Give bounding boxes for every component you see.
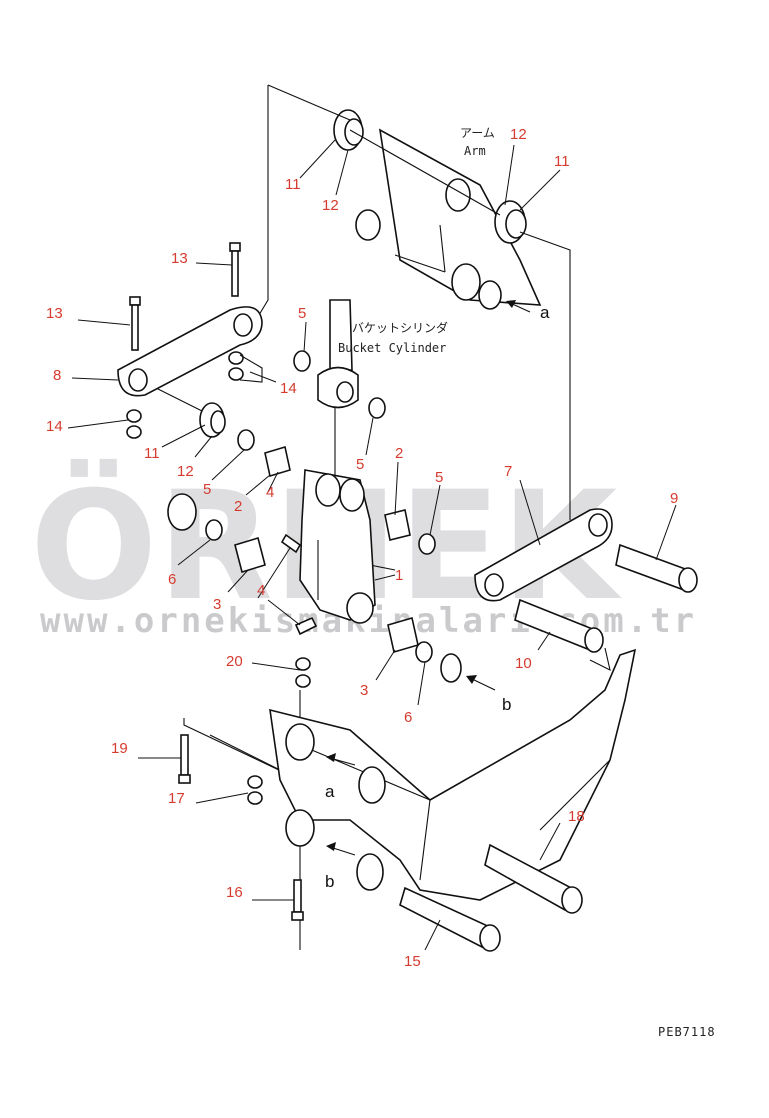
bucket-cylinder-label-jp: バケットシリンダ bbox=[352, 320, 448, 335]
callout-5: 5 bbox=[298, 305, 306, 322]
callout-5: 5 bbox=[203, 481, 211, 498]
callout-8: 8 bbox=[53, 367, 61, 384]
leader-lines bbox=[67, 139, 677, 951]
right-bushings bbox=[368, 397, 462, 683]
callout-16: 16 bbox=[226, 884, 243, 901]
nuts-14 bbox=[126, 351, 263, 439]
callout-3: 3 bbox=[213, 596, 221, 613]
callout-6: 6 bbox=[168, 571, 176, 588]
callout-14: 14 bbox=[46, 418, 63, 435]
pin-15 bbox=[399, 886, 501, 952]
nuts-17-20 bbox=[247, 657, 311, 805]
callout-11: 11 bbox=[144, 445, 160, 462]
callout-12: 12 bbox=[510, 126, 527, 143]
ref-a-top: a bbox=[540, 303, 550, 322]
bucket-18 bbox=[269, 648, 637, 901]
callout-20: 20 bbox=[226, 653, 243, 670]
callout-2: 2 bbox=[395, 445, 403, 462]
callout-4: 4 bbox=[266, 484, 274, 501]
arm-label-en: Arm bbox=[464, 144, 486, 158]
link-1 bbox=[299, 469, 376, 624]
reference-arrows bbox=[326, 300, 531, 856]
bolts-16-19 bbox=[178, 734, 304, 921]
ref-b-right: b bbox=[502, 695, 511, 714]
callout-2: 2 bbox=[234, 498, 242, 515]
arm-bushings bbox=[333, 109, 527, 244]
callout-7: 7 bbox=[504, 463, 512, 480]
arm-label-jp: アーム bbox=[460, 126, 495, 140]
callout-17: 17 bbox=[168, 790, 185, 807]
ref-b-bottom: b bbox=[325, 872, 334, 891]
callout-12: 12 bbox=[322, 197, 339, 214]
callout-12: 12 bbox=[177, 463, 194, 480]
drawing-code: PEB7118 bbox=[658, 1025, 716, 1039]
callout-4: 4 bbox=[257, 582, 265, 599]
callout-6: 6 bbox=[404, 709, 412, 726]
part-callouts: 11 12 12 11 13 13 5 8 14 14 11 12 5 2 4 … bbox=[46, 126, 678, 970]
callout-11: 11 bbox=[554, 153, 570, 170]
callout-10: 10 bbox=[515, 655, 532, 672]
bucket-cylinder bbox=[317, 299, 359, 409]
arm bbox=[355, 128, 542, 310]
callout-18: 18 bbox=[568, 808, 585, 825]
callout-19: 19 bbox=[111, 740, 128, 757]
bolts-13 bbox=[129, 242, 241, 351]
callout-5: 5 bbox=[356, 456, 364, 473]
pin-18 bbox=[484, 843, 583, 914]
link-7 bbox=[474, 508, 613, 602]
bucket-cylinder-label-en: Bucket Cylinder bbox=[338, 341, 446, 355]
callout-9: 9 bbox=[670, 490, 678, 507]
callout-13: 13 bbox=[46, 305, 63, 322]
left-bushings bbox=[167, 350, 311, 574]
callout-3: 3 bbox=[360, 682, 368, 699]
grease-fittings-4 bbox=[280, 533, 318, 636]
callout-11: 11 bbox=[285, 176, 301, 193]
callout-13: 13 bbox=[171, 250, 188, 267]
callout-14: 14 bbox=[280, 380, 297, 397]
callout-15: 15 bbox=[404, 953, 421, 970]
ref-a-bottom: a bbox=[325, 782, 335, 801]
pin-9 bbox=[615, 543, 698, 593]
pin-10 bbox=[514, 598, 611, 672]
callout-1: 1 bbox=[395, 567, 403, 584]
callout-5: 5 bbox=[435, 469, 443, 486]
link-8 bbox=[117, 306, 263, 397]
